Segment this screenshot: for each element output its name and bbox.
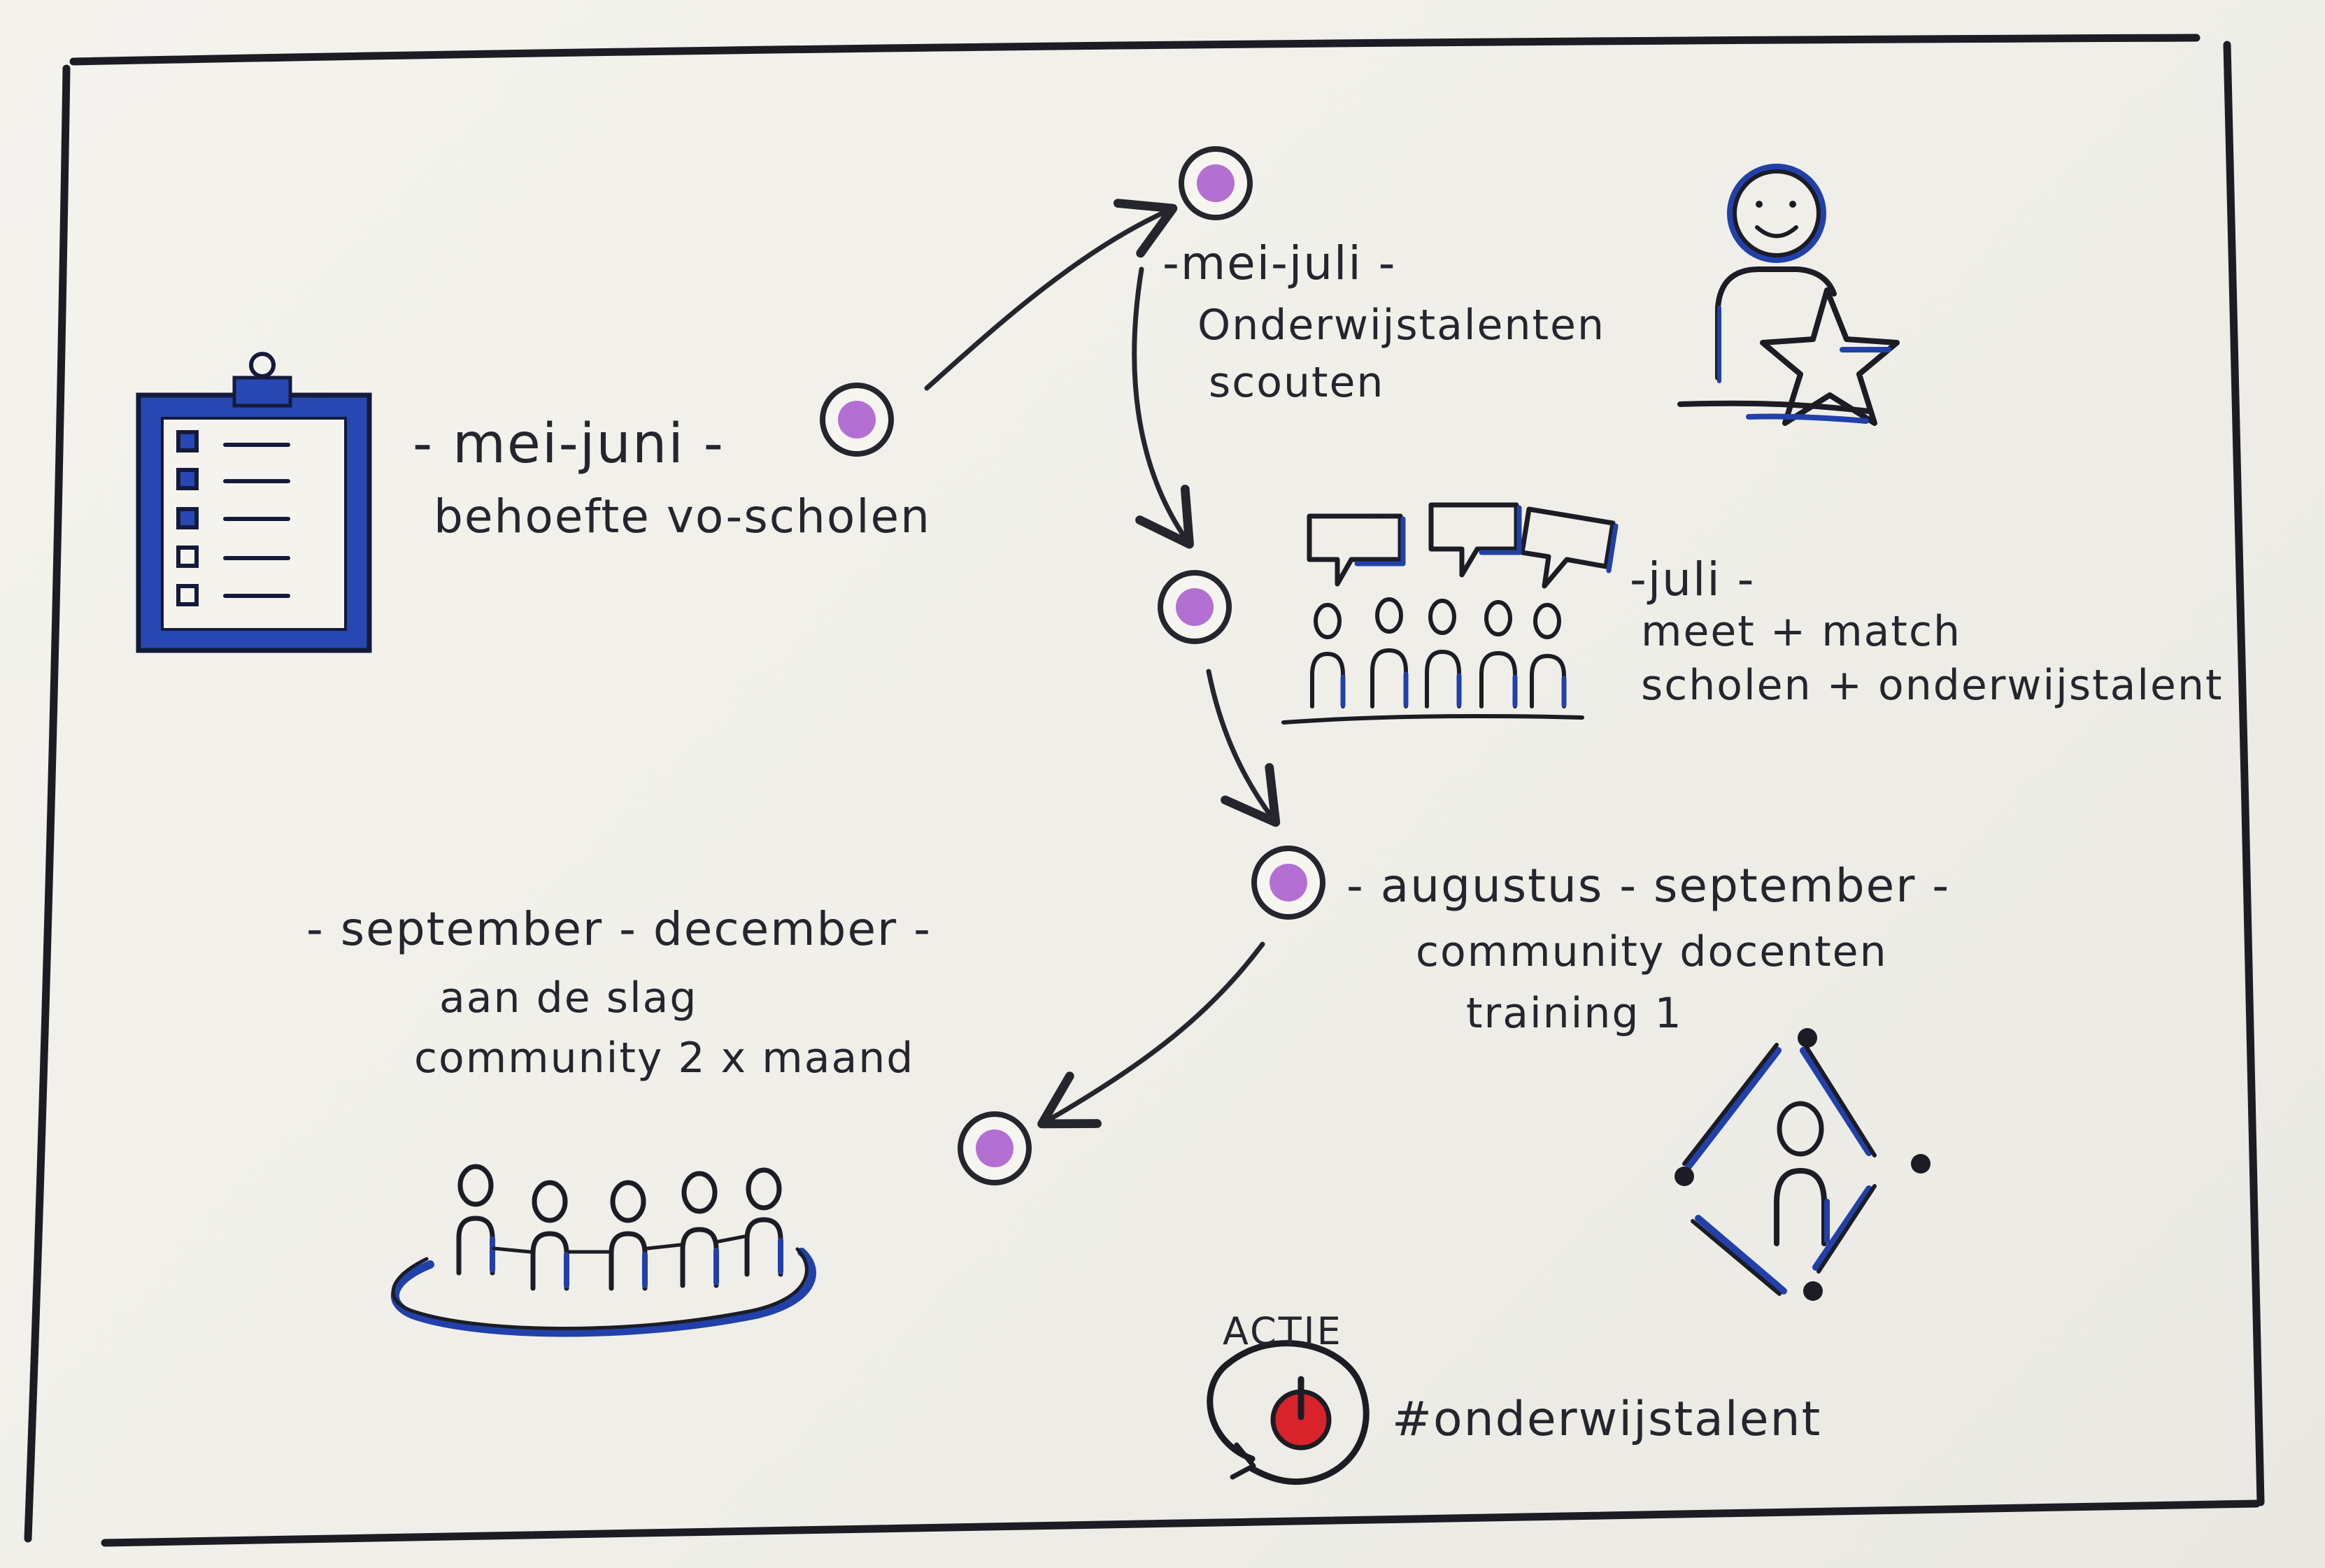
timeline-arrows	[924, 199, 1281, 1129]
action-label: ACTIE	[1223, 1309, 1343, 1353]
step4-description-line2: training 1	[1466, 989, 1683, 1038]
step5-period: - september - december -	[306, 902, 932, 956]
arrow-step4-to-step5	[1037, 941, 1265, 1129]
step2-description-line2: scouten	[1209, 358, 1385, 407]
arrow-step3-to-step4	[1206, 669, 1281, 827]
timeline-node-step1	[820, 383, 894, 457]
arrow-step2-to-step3	[1132, 266, 1194, 549]
group-speech-bubbles-icon	[1281, 502, 1619, 725]
step2-description-line1: Onderwijstalenten	[1197, 301, 1605, 350]
power-button-icon	[1207, 1340, 1370, 1485]
step5-description-line2: community 2 x maand	[414, 1034, 915, 1083]
action-hashtag: #onderwijstalent	[1392, 1392, 1822, 1447]
step1-period: - mei-juni -	[413, 413, 725, 476]
arrow-step1-to-step2	[924, 199, 1178, 391]
person-with-star-icon	[1677, 164, 1900, 426]
timeline-node-step2	[1179, 146, 1253, 220]
timeline-node-step5	[958, 1111, 1032, 1185]
person-network-diamond-icon	[1675, 1028, 1931, 1301]
connected-community-icon	[390, 1164, 816, 1337]
frame-border	[24, 34, 2265, 1547]
step4-period: - augustus - september -	[1346, 859, 1951, 913]
step3-period: -juli -	[1630, 553, 1756, 606]
step3-description-line2: scholen + onderwijstalent	[1641, 661, 2224, 710]
clipboard-checklist-icon	[136, 352, 372, 653]
step2-period: -mei-juli -	[1162, 236, 1397, 290]
step1-description: behoefte vo-scholen	[434, 490, 931, 543]
step5-description-line1: aan de slag	[439, 974, 698, 1022]
step4-description-line1: community docenten	[1416, 927, 1888, 976]
step3-description-line1: meet + match	[1641, 607, 1961, 656]
timeline-node-step3	[1158, 570, 1232, 644]
timeline-node-step4	[1251, 846, 1325, 920]
